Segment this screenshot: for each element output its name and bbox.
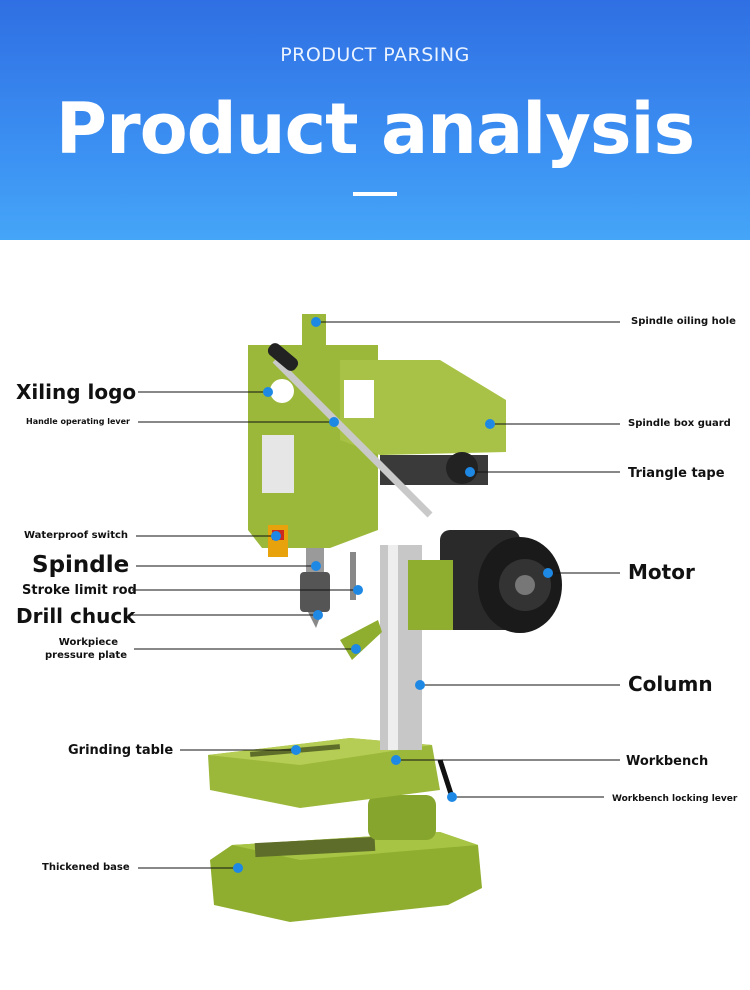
logo-circle <box>270 379 294 403</box>
product-diagram: Spindle oiling hole Spindle box guard Tr… <box>0 240 750 990</box>
label-handle-operating-lever: Handle operating lever <box>26 417 130 426</box>
label-motor: Motor <box>628 560 695 584</box>
header-subtitle: PRODUCT PARSING <box>280 44 470 66</box>
label-workbench: Workbench <box>626 754 709 769</box>
header-title: Product analysis <box>55 88 695 170</box>
label-workbench-locking-lever: Workbench locking lever <box>612 794 738 804</box>
label-spindle-box-guard: Spindle box guard <box>628 418 731 429</box>
label-pressure-plate: pressure plate <box>45 650 127 661</box>
label-waterproof-switch: Waterproof switch <box>24 530 129 541</box>
marker-dots <box>233 317 553 873</box>
label-workpiece: Workpiece <box>58 637 118 648</box>
lever-bar <box>272 357 433 518</box>
label-spindle: Spindle <box>32 552 130 578</box>
guard-shape <box>340 360 506 455</box>
switch-box <box>268 525 288 557</box>
chuck-shape <box>300 572 330 612</box>
label-triangle-tape: Triangle tape <box>628 466 725 481</box>
label-drill-chuck: Drill chuck <box>16 604 136 628</box>
header-banner: PRODUCT PARSING Product analysis <box>0 0 750 240</box>
pressure-plate-shape <box>340 620 382 660</box>
label-spindle-oiling-hole: Spindle oiling hole <box>631 316 736 327</box>
title-underline <box>353 192 397 196</box>
label-grinding-table: Grinding table <box>68 743 174 758</box>
column-mount <box>368 795 436 840</box>
label-thickened-base: Thickened base <box>42 862 130 873</box>
label-stroke-limit-rod: Stroke limit rod <box>22 583 137 598</box>
leader-lines <box>128 321 620 869</box>
label-xiling-logo: Xiling logo <box>16 380 137 404</box>
label-column: Column <box>628 672 713 696</box>
drill-press-illustration <box>128 314 620 922</box>
